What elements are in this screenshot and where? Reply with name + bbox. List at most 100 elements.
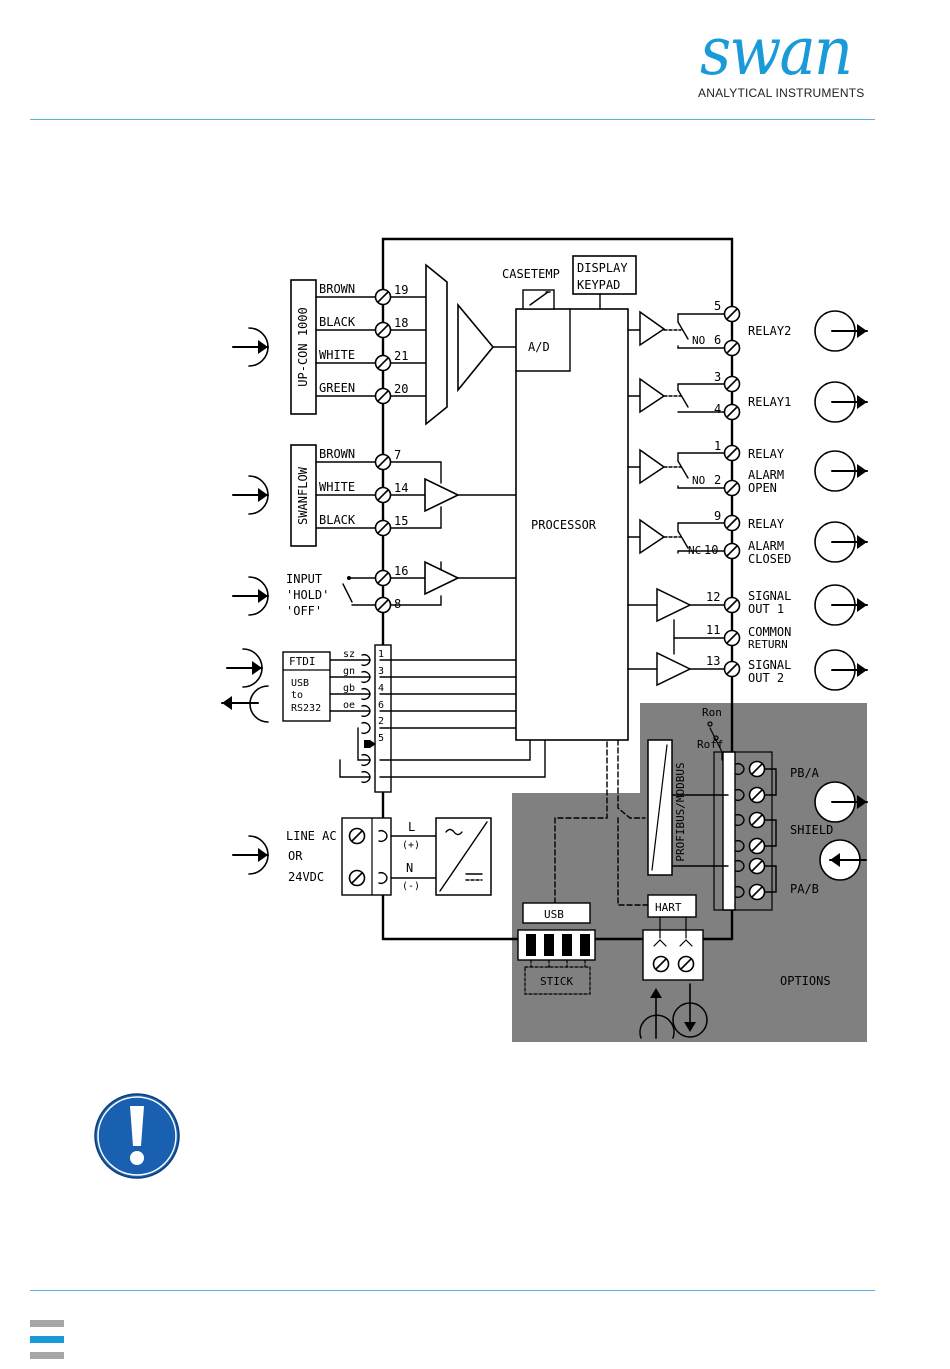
- serial-terminal-5: 5: [378, 733, 384, 744]
- terminal-13: 13: [706, 654, 720, 668]
- serial-out-arrow: [221, 685, 269, 723]
- up-con-label: UP-CON 1000: [296, 307, 310, 386]
- display-label: DISPLAY: [577, 261, 628, 275]
- multiplexer: [425, 263, 448, 426]
- signal1-signal: SIGNAL: [748, 589, 791, 603]
- power-l: L: [408, 820, 415, 834]
- relay2-label: RELAY2: [748, 324, 791, 338]
- amplifier-main: [457, 302, 495, 393]
- processor-block: [515, 308, 629, 741]
- relay2-driver: [639, 310, 666, 347]
- terminal-18: 18: [394, 316, 408, 330]
- alarm-closed-alarm: ALARM: [748, 539, 784, 553]
- serial-terminal-2: 2: [378, 716, 384, 727]
- serial-terminal-1: 1: [378, 649, 384, 660]
- contact-nc-10: NC: [688, 544, 701, 557]
- swanflow-wire-black: BLACK: [319, 513, 356, 527]
- up-con-wire-green: GREEN: [319, 381, 355, 395]
- usb-rs232-usb: USB: [291, 678, 309, 689]
- output-arrow-alarm-open: [814, 450, 868, 492]
- wire-oe: oe: [343, 700, 355, 711]
- terminal-1: 1: [714, 439, 721, 453]
- terminal-6: 6: [714, 333, 721, 347]
- contact-no-2: NO: [692, 474, 705, 487]
- exclamation-circle-icon: [94, 1093, 180, 1179]
- serial-terminal-6: 6: [378, 700, 384, 711]
- signal2-driver: [656, 651, 692, 687]
- wire-gn: gn: [343, 666, 355, 677]
- usb-label: USB: [544, 908, 564, 921]
- signal1-out: OUT 1: [748, 602, 784, 616]
- relay1-driver: [639, 377, 666, 414]
- brand-wordmark: swan: [700, 13, 853, 90]
- terminal-10: 10: [704, 543, 718, 557]
- wire-gb: gb: [343, 683, 355, 694]
- terminal-9: 9: [714, 509, 721, 523]
- terminal-20: 20: [394, 382, 408, 396]
- terminal-15: 15: [394, 514, 408, 528]
- pba-label: PB/A: [790, 766, 820, 780]
- signal2-out: OUT 2: [748, 671, 784, 685]
- alarm-open-alarm: ALARM: [748, 468, 784, 482]
- shield-label: SHIELD: [790, 823, 833, 837]
- up-con-box: [290, 279, 317, 415]
- wire-sz: sz: [343, 649, 355, 660]
- footer-rule: [30, 1290, 875, 1291]
- power-n-sign: (-): [402, 881, 420, 892]
- terminal-8: 8: [394, 597, 401, 611]
- common-label: COMMON: [748, 625, 791, 639]
- input-label: INPUT: [286, 572, 322, 586]
- roff-label: Roff: [697, 738, 724, 751]
- alarm-closed-closed: CLOSED: [748, 552, 791, 566]
- common-return: RETURN: [748, 638, 788, 651]
- terminal-7: 7: [394, 448, 401, 462]
- line-ac-label: LINE AC: [286, 829, 337, 843]
- amplifier-flow: [424, 477, 460, 513]
- alarm-open-relay: RELAY: [748, 447, 785, 461]
- input-arrow-hold: [232, 576, 269, 616]
- options-area: [512, 703, 867, 1042]
- alarm-closed-driver: [639, 518, 666, 555]
- swanflow-label: SWANFLOW: [296, 466, 310, 525]
- relay1-label: RELAY1: [748, 395, 791, 409]
- alarm-closed-relay: RELAY: [748, 517, 785, 531]
- terminal-19: 19: [394, 283, 408, 297]
- terminal-3: 3: [714, 370, 721, 384]
- output-arrow-relay1: [814, 381, 868, 423]
- pab-label: PA/B: [790, 882, 819, 896]
- display-keypad-box: [572, 255, 637, 295]
- line-24vdc-label: 24VDC: [288, 870, 324, 884]
- terminal-12: 12: [706, 590, 720, 604]
- terminal-5: 5: [714, 299, 721, 313]
- hart-box: [647, 894, 697, 918]
- header-rule: [30, 119, 875, 120]
- terminal-4: 4: [714, 402, 721, 416]
- input-arrow-upcon: [232, 327, 269, 367]
- contact-no-6: NO: [692, 334, 705, 347]
- casetemp-label: CASETEMP: [502, 267, 560, 281]
- terminal-11: 11: [706, 623, 720, 637]
- terminal-16: 16: [394, 564, 408, 578]
- line-or-label: OR: [288, 849, 303, 863]
- up-con-wire-white: WHITE: [319, 348, 355, 362]
- output-arrow-relay2: [814, 310, 868, 352]
- ron-label: Ron: [702, 706, 722, 719]
- up-con-wire-brown: BROWN: [319, 282, 355, 296]
- serial-terminal-strip: [374, 644, 392, 793]
- keypad-label: KEYPAD: [577, 278, 620, 292]
- bus-output-arrow: [814, 781, 868, 823]
- usb-rs232-to: to: [291, 690, 303, 701]
- alarm-open-driver: [639, 448, 666, 485]
- ad-label: A/D: [528, 340, 550, 354]
- footer-bar-gray-bottom: [30, 1352, 64, 1359]
- brand-tagline: ANALYTICAL INSTRUMENTS: [698, 86, 865, 100]
- terminal-2: 2: [714, 473, 721, 487]
- footer-bar-blue: [30, 1336, 64, 1343]
- serial-terminal-4: 4: [378, 683, 384, 694]
- power-l-sign: (+): [402, 840, 420, 851]
- input-off: 'OFF': [286, 604, 322, 618]
- serial-terminal-3: 3: [378, 666, 384, 677]
- footer-bar-gray-top: [30, 1320, 64, 1327]
- bus-terminal-strip: [722, 751, 736, 911]
